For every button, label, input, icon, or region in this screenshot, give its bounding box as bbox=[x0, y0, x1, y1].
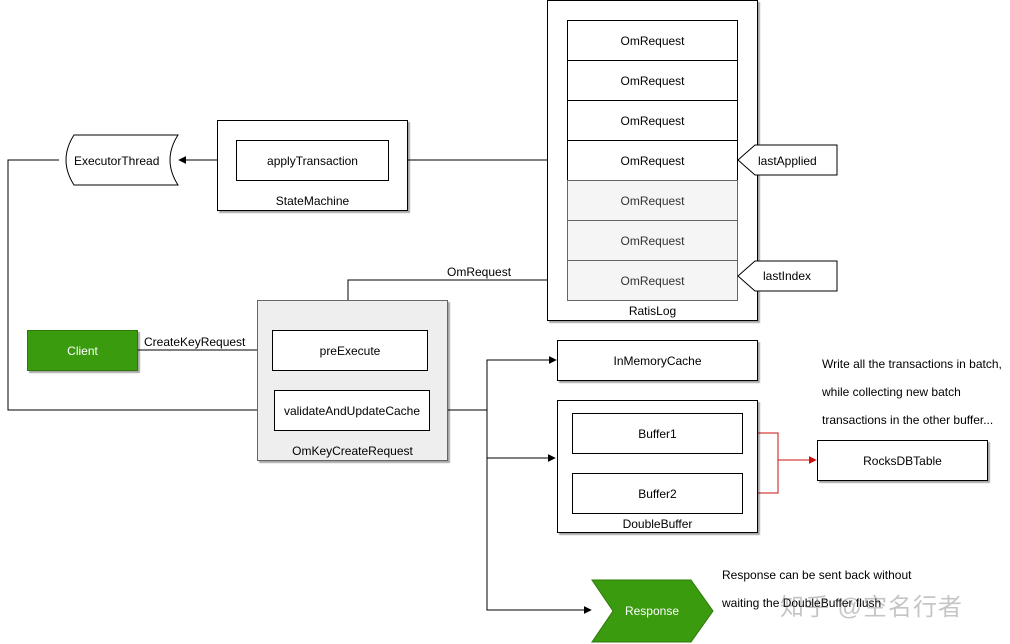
log-entry-label: OmRequest bbox=[620, 113, 685, 128]
in-memory-cache-label: InMemoryCache bbox=[613, 353, 702, 368]
edge-to-response bbox=[486, 410, 592, 614]
client-label: Client bbox=[67, 343, 98, 358]
in-memory-cache: InMemoryCache bbox=[557, 340, 758, 381]
batch-note-line-2: while collecting new batch bbox=[822, 385, 961, 399]
om-key-create-request-caption: OmKeyCreateRequest bbox=[292, 444, 413, 458]
validate-label: validateAndUpdateCache bbox=[283, 403, 421, 418]
edge-to-inmemorycache bbox=[486, 356, 557, 410]
double-buffer-caption: DoubleBuffer bbox=[622, 517, 693, 531]
log-entry-label: OmRequest bbox=[620, 233, 685, 248]
response-label: Response bbox=[624, 604, 680, 618]
batch-note-line-1: Write all the transactions in batch, bbox=[822, 357, 1002, 371]
batch-note-line-3: transactions in the other buffer... bbox=[822, 413, 994, 427]
log-entry-label: OmRequest bbox=[620, 73, 685, 88]
validate-and-update-cache: validateAndUpdateCache bbox=[274, 390, 430, 431]
log-entry: OmRequest bbox=[567, 100, 738, 141]
executor-thread-shape bbox=[65, 134, 179, 186]
response-shape bbox=[591, 579, 714, 643]
buffer2: Buffer2 bbox=[572, 473, 743, 514]
log-entry: OmRequest bbox=[567, 140, 738, 181]
log-entry-label: OmRequest bbox=[620, 273, 685, 288]
edge-executor-to-validate bbox=[7, 159, 275, 414]
ratis-log-caption: RatisLog bbox=[628, 304, 677, 318]
om-key-create-request bbox=[257, 300, 448, 461]
log-entry: OmRequest bbox=[567, 220, 738, 261]
pre-execute-label: preExecute bbox=[319, 343, 381, 358]
log-entry: OmRequest bbox=[567, 260, 738, 301]
create-key-request-edge-label: CreateKeyRequest bbox=[144, 335, 246, 349]
ratis-log-entries: OmRequest OmRequest OmRequest OmRequest … bbox=[567, 20, 738, 301]
state-machine-caption: StateMachine bbox=[275, 194, 350, 208]
last-index-callout bbox=[737, 260, 838, 292]
last-applied-callout bbox=[737, 144, 838, 176]
pre-execute: preExecute bbox=[272, 330, 428, 371]
buffer1-label: Buffer1 bbox=[638, 426, 677, 441]
client-node: Client bbox=[27, 330, 138, 371]
log-entry-label: OmRequest bbox=[620, 193, 685, 208]
log-entry: OmRequest bbox=[567, 20, 738, 61]
buffer2-label: Buffer2 bbox=[638, 486, 677, 501]
executor-thread-label: ExecutorThread bbox=[74, 154, 160, 168]
apply-transaction-label: applyTransaction bbox=[267, 153, 358, 168]
om-request-edge-label: OmRequest bbox=[447, 265, 512, 279]
last-applied-label: lastApplied bbox=[758, 154, 817, 168]
last-index-label: lastIndex bbox=[763, 269, 812, 283]
log-entry-label: OmRequest bbox=[620, 153, 685, 168]
apply-transaction: applyTransaction bbox=[236, 140, 389, 181]
rocksdb-table: RocksDBTable bbox=[817, 440, 988, 481]
response-note-line-2: waiting the DoubleBuffer flush bbox=[722, 596, 882, 610]
log-entry-label: OmRequest bbox=[620, 33, 685, 48]
watermark: 知乎 @空名行者 bbox=[780, 594, 964, 621]
response-note-line-1: Response can be sent back without bbox=[722, 568, 912, 582]
buffer1: Buffer1 bbox=[572, 413, 743, 454]
log-entry: OmRequest bbox=[567, 180, 738, 221]
rocksdb-table-label: RocksDBTable bbox=[863, 453, 942, 468]
log-entry: OmRequest bbox=[567, 60, 738, 101]
